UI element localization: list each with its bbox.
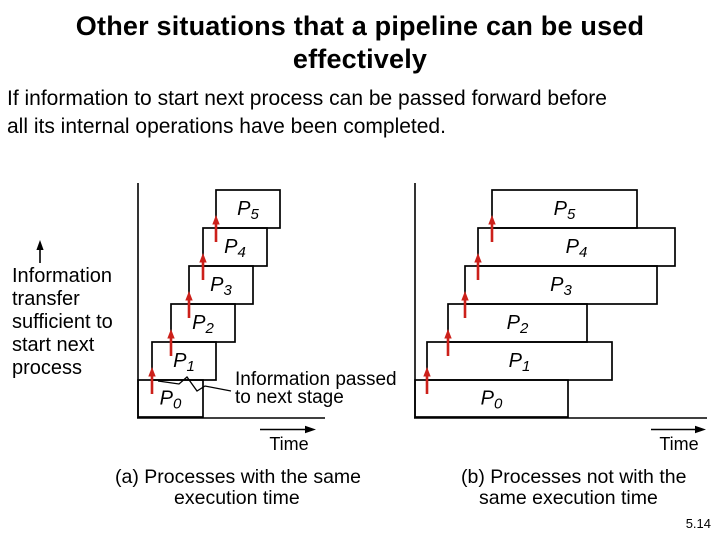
body-paragraph: If information to start next process can…: [7, 85, 713, 141]
transfer-arrowhead-b-2: [444, 329, 452, 339]
transfer-arrowhead-b-4: [474, 253, 482, 263]
info-transfer-label: Information transfer sufficient to start…: [12, 265, 142, 380]
transfer-arrowhead-b-5: [488, 215, 496, 225]
transfer-arrowhead-b-3: [461, 291, 469, 301]
caption-b: (b) Processes not with the same executio…: [461, 467, 686, 508]
process-box-b-P5: [491, 189, 638, 229]
info-transfer-line-3: sufficient to: [12, 311, 113, 333]
process-label-a-P2: P2: [192, 312, 214, 337]
pipeline-diagram-a: P0 P1 P2 P3 P4 P5: [137, 183, 325, 419]
caption-a: (a) Processes with the same execution ti…: [115, 467, 361, 508]
transfer-arrowhead-a-3: [185, 291, 193, 301]
info-passed-line-2: to next stage: [235, 387, 344, 408]
process-label-b-P0: P0: [481, 388, 503, 413]
process-label-a-P5: P5: [237, 198, 259, 223]
process-label-b-P2: P2: [507, 312, 529, 337]
time-arrow-b-icon: [651, 425, 706, 434]
process-box-a-P5: [215, 189, 281, 229]
process-label-a-P3: P3: [210, 274, 232, 299]
page-number: 5.14: [685, 516, 711, 531]
process-label-b-P3: P3: [550, 274, 572, 299]
time-axis-label-b: Time: [659, 434, 699, 454]
transfer-arrowhead-a-2: [167, 329, 175, 339]
body-line-1: If information to start next process can…: [7, 87, 607, 110]
leader-line: [157, 376, 232, 392]
page-title: Other situations that a pipeline can be …: [0, 10, 720, 76]
process-label-a-P4: P4: [224, 236, 246, 261]
title-line-1: Other situations that a pipeline can be …: [75, 11, 645, 41]
info-transfer-line-5: process: [12, 357, 83, 379]
caption-a-line-2: execution time: [174, 486, 300, 509]
info-transfer-line-4: start next: [12, 334, 95, 356]
transfer-arrowhead-a-4: [199, 253, 207, 263]
caption-a-line-1: (a) Processes with the same: [115, 466, 362, 488]
info-transfer-line-1: Information: [12, 265, 113, 287]
info-passed-line-1: Information passed: [235, 369, 397, 390]
caption-b-line-2: same execution time: [479, 486, 658, 509]
info-transfer-line-2: transfer: [12, 288, 80, 310]
process-label-b-P4: P4: [566, 236, 588, 261]
up-arrow-icon: [36, 240, 44, 263]
process-label-b-P5: P5: [554, 198, 576, 223]
caption-b-line-1: (b) Processes not with the: [461, 466, 687, 488]
process-label-a-P0: P0: [160, 388, 182, 413]
info-passed-label: Information passed to next stage: [235, 369, 420, 408]
process-label-b-P1: P1: [509, 350, 531, 375]
transfer-arrowhead-a-1: [148, 367, 156, 377]
time-axis-label-a: Time: [269, 434, 309, 454]
transfer-arrowhead-a-5: [212, 215, 220, 225]
transfer-arrowhead-b-1: [423, 367, 431, 377]
title-line-2: effectively: [292, 44, 428, 74]
time-arrow-a-icon: [260, 425, 316, 434]
process-label-a-P1: P1: [173, 350, 195, 375]
body-line-2: all its internal operations have been co…: [7, 115, 446, 138]
